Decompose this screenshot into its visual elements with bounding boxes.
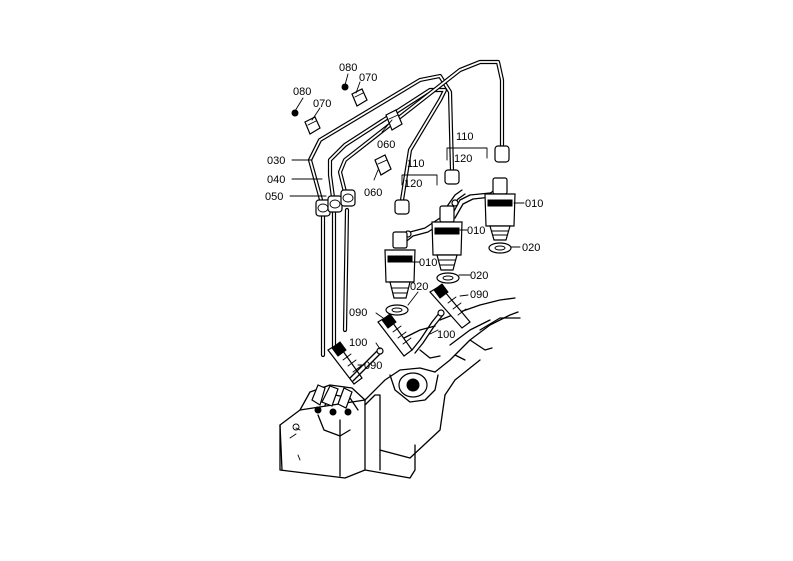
injector-010-left	[384, 231, 416, 299]
label-030: 030	[267, 155, 285, 167]
label-010-left: 010	[419, 257, 437, 269]
label-100-left: 100	[349, 337, 367, 349]
label-090-left: 090	[364, 360, 382, 372]
label-010-right: 010	[525, 198, 543, 210]
clamp-060-upper	[385, 109, 403, 131]
label-080-right: 080	[339, 62, 357, 74]
glow-plug-090-right	[429, 283, 471, 329]
clamp-070-right	[351, 88, 368, 107]
injector-010-right	[484, 177, 516, 241]
part-labels: 080 070 080 070 030 040 050 060 060 110 …	[265, 62, 543, 372]
label-090-right: 090	[470, 289, 488, 301]
pipe-nuts-pump	[315, 189, 356, 217]
label-040: 040	[267, 174, 285, 186]
screw-080-left	[291, 109, 299, 117]
engine-block	[279, 394, 446, 479]
glow-plug-lead-100-left	[349, 347, 384, 382]
washer-020-middle	[436, 272, 460, 284]
pipe-nuts-injector	[394, 145, 510, 215]
leader-lines	[289, 73, 525, 366]
label-110-left: 110	[407, 158, 425, 170]
clamp-060-lower	[374, 154, 392, 176]
lower-injector-nozzles	[311, 384, 353, 416]
label-070-right: 070	[359, 72, 377, 84]
label-070-left: 070	[313, 98, 331, 110]
label-010-middle: 010	[467, 225, 485, 237]
injection-pipe-040	[327, 87, 448, 208]
label-080-left: 080	[293, 86, 311, 98]
label-050: 050	[265, 191, 283, 203]
injector-010-middle	[431, 205, 463, 271]
label-100-right: 100	[437, 329, 455, 341]
pipe-vertical-return	[331, 207, 350, 353]
label-090-middle: 090	[349, 307, 367, 319]
label-020-right: 020	[522, 242, 540, 254]
label-120-left: 120	[404, 178, 422, 190]
glow-plug-090-middle	[377, 313, 413, 357]
label-060-lower: 060	[364, 187, 382, 199]
clamp-070-left	[304, 116, 321, 135]
label-110-right: 110	[456, 131, 474, 143]
label-120-right: 120	[454, 153, 472, 165]
glow-plug-lead-100-right	[411, 309, 445, 354]
label-020-middle: 020	[470, 270, 488, 282]
label-020-left: 020	[410, 281, 428, 293]
washer-020-left	[385, 304, 409, 316]
label-060-upper: 060	[377, 139, 395, 151]
washer-020-right	[488, 242, 512, 254]
injection-pipe-050	[337, 59, 505, 203]
